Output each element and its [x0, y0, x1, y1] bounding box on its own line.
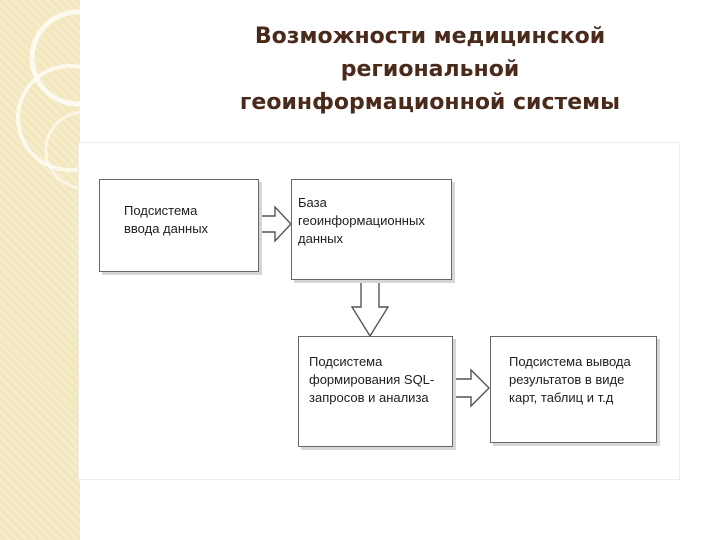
- sql-subsystem-label-line-3: запросов и анализа: [309, 390, 429, 405]
- sql-subsystem-label-line-2: формирования SQL-: [309, 372, 435, 387]
- geo-database-label-line-3: данных: [298, 231, 344, 246]
- decorative-side-strip: [0, 0, 80, 540]
- system-diagram: Подсистема ввода данных База геоинформац…: [78, 142, 680, 480]
- geo-database-label-line-2: геоинформационных: [298, 213, 425, 228]
- sql-subsystem-label-line-1: Подсистема: [309, 354, 383, 369]
- arrow-input-to-database: [260, 205, 292, 243]
- output-subsystem-label-line-3: карт, таблиц и т.д: [509, 390, 614, 405]
- slide-title-line-1: Возможности медицинской: [254, 24, 606, 49]
- output-subsystem-label-line-2: результатов в виде: [509, 372, 625, 387]
- input-subsystem-label-line-2: ввода данных: [124, 221, 209, 236]
- slide-title-line-2: региональной: [340, 57, 520, 82]
- arrow-database-to-sql: [350, 280, 390, 338]
- sql-subsystem-box: Подсистема формирования SQL- запросов и …: [298, 336, 453, 447]
- output-subsystem-box: Подсистема вывода результатов в виде кар…: [490, 336, 657, 443]
- arrow-sql-to-output: [454, 368, 490, 408]
- decorative-circles: [16, 9, 80, 190]
- geo-database-box: База геоинформационных данных: [291, 179, 452, 280]
- input-subsystem-box: Подсистема ввода данных: [99, 179, 259, 272]
- output-subsystem-label-line-1: Подсистема вывода: [509, 354, 631, 369]
- geo-database-label-line-1: База: [298, 195, 327, 210]
- slide-title: Возможности медицинской региональной гео…: [160, 20, 700, 119]
- slide-title-line-3: геоинформационной системы: [239, 90, 621, 115]
- diagram-arrows: [260, 205, 490, 408]
- input-subsystem-label-line-1: Подсистема: [124, 203, 198, 218]
